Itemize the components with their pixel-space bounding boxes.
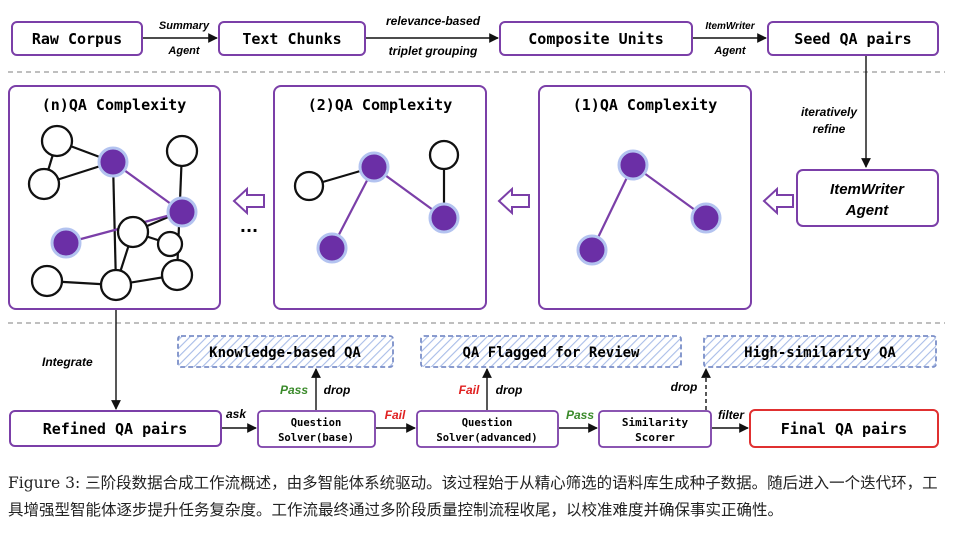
panel-n-title: (n)QA Complexity (42, 96, 187, 114)
panel-1-title: (1)QA Complexity (573, 96, 718, 114)
pass-label-1: Pass (280, 383, 308, 397)
filter-label: filter (718, 408, 745, 422)
edge-label-summary: Summary (159, 20, 210, 32)
pass-label-2: Pass (566, 408, 594, 422)
solver-adv-line2: Solver(advanced) (436, 432, 537, 444)
drop-label-2: drop (496, 383, 523, 397)
composite-units-box (499, 21, 693, 56)
hollow-arrow-left-1 (232, 186, 265, 216)
knowledge-qa-label: Knowledge-based QA (209, 345, 361, 361)
solver-advanced-box (416, 410, 559, 448)
highsim-qa-box (703, 335, 937, 368)
refined-qa-label: Refined QA pairs (43, 420, 188, 438)
final-qa-label: Final QA pairs (781, 420, 907, 438)
panel-2: (2)QA Complexity (273, 85, 487, 310)
workflow-diagram: Raw Corpus Text Chunks Composite Units S… (8, 14, 945, 448)
drop-label-3: drop (671, 380, 698, 394)
iteratively-label: iteratively (801, 105, 858, 119)
similarity-scorer-box (598, 410, 712, 448)
graph-n-nodes (27, 124, 199, 302)
solver-base-line2: Solver(base) (278, 432, 354, 444)
text-chunks-label: Text Chunks (242, 30, 341, 48)
raw-corpus-label: Raw Corpus (32, 30, 122, 48)
scorer-line1: Similarity (622, 416, 689, 429)
raw-corpus-box (11, 21, 143, 56)
edge-label-itemwriter: ItemWriter (705, 21, 755, 32)
stage3-row: Integrate Refined QA pairs ask Question … (9, 310, 939, 448)
edge-label-relevance: relevance-based (386, 14, 481, 28)
seed-qa-label: Seed QA pairs (794, 30, 911, 48)
scorer-line2: Scorer (635, 431, 675, 444)
figure-caption: Figure 3: 三阶段数据合成工作流概述，由多智能体系统驱动。该过程始于从精… (8, 474, 938, 519)
fail-label-1: Fail (385, 408, 406, 422)
hollow-arrow-left-3 (762, 186, 794, 216)
flagged-qa-label: QA Flagged for Review (462, 345, 640, 361)
itemwriter-agent-line2: Agent (845, 202, 890, 219)
edge-label-agent-1: Agent (167, 45, 201, 57)
solver-adv-line1: Question (462, 417, 513, 429)
edge-label-triplet: triplet grouping (389, 44, 478, 58)
stage1-row: Raw Corpus Text Chunks Composite Units S… (11, 14, 939, 58)
flagged-qa-box (420, 335, 682, 368)
highsim-qa-label: High-similarity QA (744, 345, 896, 361)
refined-qa-box (9, 410, 222, 447)
refine-label: refine (813, 122, 846, 136)
composite-units-label: Composite Units (528, 30, 663, 48)
ellipsis: ... (240, 217, 258, 236)
hollow-arrow-left-2 (497, 186, 530, 216)
panel-2-title: (2)QA Complexity (308, 96, 453, 114)
text-chunks-box (218, 21, 366, 56)
solver-base-box (257, 410, 376, 448)
edge-label-agent-2: Agent (713, 45, 747, 57)
stage2-row: (n)QA Complexity (8, 56, 939, 310)
ask-label: ask (226, 407, 247, 421)
integrate-label: Integrate (42, 355, 93, 369)
panel-1: (1)QA Complexity (538, 85, 752, 310)
itemwriter-agent-line1: ItemWriter (830, 181, 905, 198)
itemwriter-agent-box (796, 169, 939, 227)
final-qa-box (749, 409, 939, 448)
drop-label-1: drop (324, 383, 351, 397)
knowledge-qa-box (177, 335, 394, 368)
solver-base-line1: Question (291, 417, 342, 429)
seed-qa-box (767, 21, 939, 56)
panel-n: (n)QA Complexity (8, 85, 221, 310)
fail-label-2: Fail (459, 383, 480, 397)
